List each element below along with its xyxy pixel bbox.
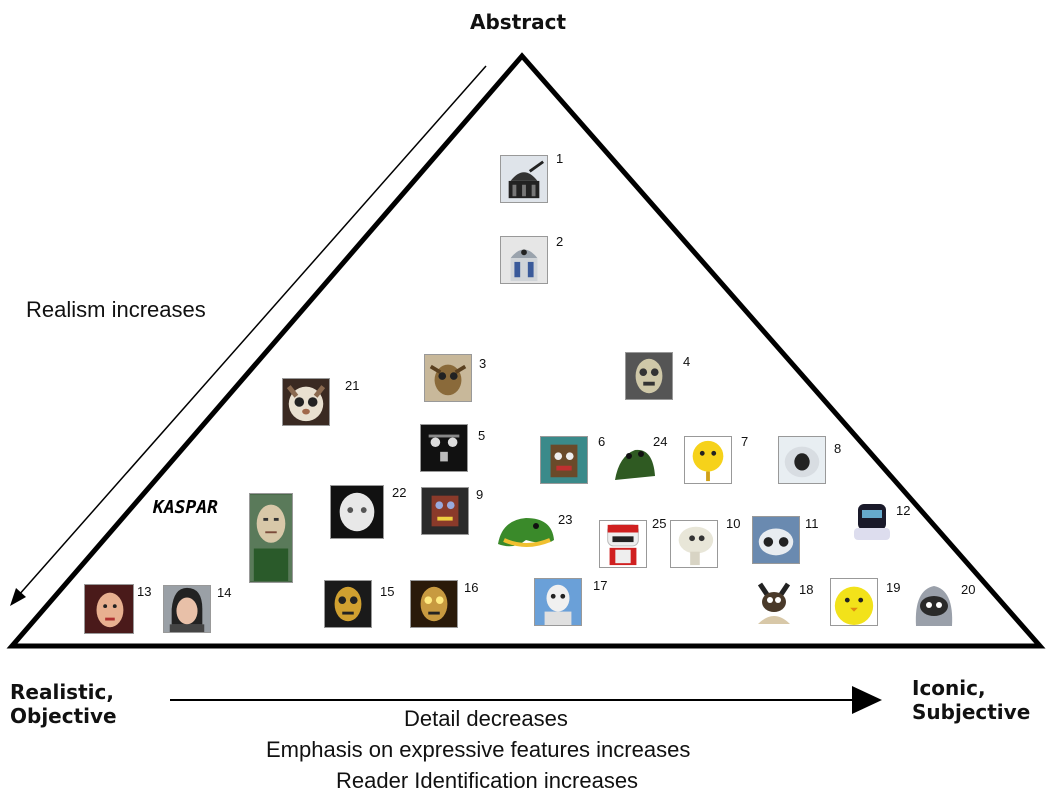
- robot-number-15: 15: [380, 584, 395, 599]
- robot-number-13: 13: [137, 584, 152, 599]
- robot-image-23: [496, 510, 556, 554]
- label-iconic: Iconic,: [912, 676, 986, 700]
- robot-number-7: 7: [741, 434, 749, 449]
- robot-number-12: 12: [896, 503, 911, 518]
- robot-image-9: [421, 487, 469, 535]
- robot-image-6: [540, 436, 588, 484]
- robot-image-24: [611, 436, 659, 484]
- label-realistic: Realistic,: [10, 680, 114, 704]
- robot-image-kaspar: [249, 493, 293, 583]
- robot-number-19: 19: [886, 580, 901, 595]
- robot-image-13: [84, 584, 134, 634]
- robot-number-4: 4: [683, 354, 691, 369]
- robot-image-22: [330, 485, 384, 539]
- robot-number-25: 25: [652, 516, 667, 531]
- robot-number-24: 24: [653, 434, 668, 449]
- robot-number-11: 11: [805, 516, 819, 531]
- robot-number-5: 5: [478, 428, 486, 443]
- label-emphasis: Emphasis on expressive features increase…: [266, 737, 691, 762]
- robot-number-22: 22: [392, 485, 407, 500]
- realism-arrow-head: [10, 588, 26, 606]
- realism-arrow: [17, 65, 487, 597]
- robot-image-16: [410, 580, 458, 628]
- label-realism-increases: Realism increases: [26, 297, 206, 322]
- label-detail-decreases: Detail decreases: [404, 706, 568, 731]
- pyramid-triangle: [6, 52, 1046, 649]
- label-abstract: Abstract: [470, 10, 567, 34]
- kaspar-logo: KASPAR: [153, 497, 219, 518]
- robot-number-2: 2: [556, 234, 564, 249]
- robot-number-17: 17: [593, 578, 608, 593]
- robot-image-5: [420, 424, 468, 472]
- robot-number-10: 10: [726, 516, 741, 531]
- robot-number-6: 6: [598, 434, 606, 449]
- robot-image-12: [848, 498, 896, 546]
- label-subjective: Subjective: [912, 700, 1031, 724]
- robot-image-20: [910, 580, 958, 628]
- robot-number-18: 18: [799, 582, 814, 597]
- robot-image-14: [163, 585, 211, 633]
- label-reader-identification: Reader Identification increases: [336, 768, 639, 793]
- robot-image-21: [282, 378, 330, 426]
- robot-image-1: [500, 155, 548, 203]
- robot-image-19: [830, 578, 878, 626]
- robot-image-17: [534, 578, 582, 626]
- robot-image-10: [670, 520, 718, 568]
- robot-image-25: [599, 520, 647, 568]
- robot-image-18: [750, 578, 798, 626]
- robot-image-2: [500, 236, 548, 284]
- robot-image-7: [684, 436, 732, 484]
- robot-image-11: [752, 516, 800, 564]
- robot-image-4: [625, 352, 673, 400]
- robot-number-8: 8: [834, 441, 842, 456]
- robot-image-8: [778, 436, 826, 484]
- robot-number-21: 21: [345, 378, 360, 393]
- robot-number-1: 1: [556, 151, 564, 166]
- robot-number-20: 20: [961, 582, 976, 597]
- robot-image-3: [424, 354, 472, 402]
- detail-arrow-head: [852, 686, 882, 714]
- robot-number-9: 9: [476, 487, 484, 502]
- label-objective: Objective: [10, 704, 117, 728]
- robot-number-14: 14: [217, 585, 232, 600]
- robot-number-16: 16: [464, 580, 479, 595]
- robot-number-23: 23: [558, 512, 573, 527]
- robot-image-15: [324, 580, 372, 628]
- robot-number-3: 3: [479, 356, 487, 371]
